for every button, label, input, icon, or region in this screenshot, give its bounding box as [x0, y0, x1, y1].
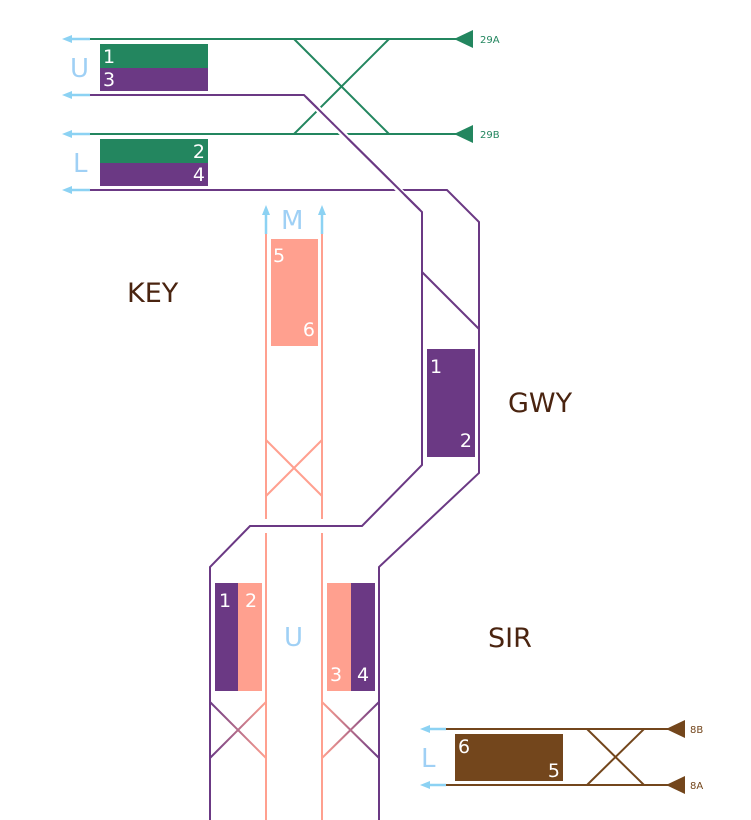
platform-sir-l-6-5 — [455, 734, 563, 781]
buffer-29b-icon — [454, 125, 473, 143]
crossover-key-b — [265, 439, 323, 497]
line-end-29a: 29A — [480, 35, 500, 46]
platform-top-l-2 — [100, 139, 208, 163]
crossing-halos — [305, 96, 421, 211]
track-purple-upper — [88, 92, 425, 820]
platform-sir-u-3 — [327, 583, 351, 691]
platform-top-u-3 — [100, 68, 208, 91]
platform-label: 5 — [548, 760, 560, 782]
line-end-8b: 8B — [690, 725, 703, 736]
arrow-left-icon — [62, 186, 90, 194]
crossover-sir-right-b — [321, 701, 380, 759]
sir-station: 1 2 3 4 U SIR 8B 8A 6 5 L — [209, 583, 703, 794]
platform-gwy-1-2 — [427, 349, 475, 457]
platform-sir-u-2 — [238, 583, 262, 691]
crossover-8-b — [586, 728, 645, 786]
level-label-bottom-upper: U — [284, 623, 303, 653]
buffer-8b-icon — [666, 720, 685, 738]
platform-label: 2 — [460, 430, 472, 452]
key-station: M 5 6 KEY — [127, 205, 326, 820]
arrow-up-icon — [318, 205, 326, 234]
gwy-station: 1 2 GWY — [427, 349, 573, 457]
platform-label: 5 — [273, 245, 285, 267]
arrow-left-icon — [62, 35, 90, 43]
platform-label: 6 — [303, 319, 315, 341]
line-end-29b: 29B — [480, 130, 500, 141]
platform-key-5-6 — [271, 239, 318, 346]
platform-label: 2 — [245, 590, 257, 612]
platform-label: 6 — [458, 736, 470, 758]
arrow-left-icon — [420, 781, 446, 789]
level-label-upper: U — [70, 54, 89, 84]
platform-sir-u-4 — [351, 583, 375, 691]
arrow-left-icon — [62, 130, 90, 138]
station-label-key: KEY — [127, 278, 179, 309]
platform-label: 4 — [193, 164, 205, 186]
track-purple-lower — [88, 189, 480, 820]
platform-label: 1 — [430, 356, 442, 378]
platform-label: 1 — [103, 46, 115, 68]
platform-sir-u-1 — [215, 583, 238, 691]
crossover-29-b — [293, 38, 390, 135]
arrow-left-icon — [420, 725, 446, 733]
platform-top-l-4 — [100, 163, 208, 186]
crossover-sir-left-b — [209, 701, 267, 759]
crossover-gwy — [421, 271, 480, 330]
track-purple-upper-line — [88, 94, 423, 820]
level-label-mid: M — [281, 206, 303, 236]
platform-label: 2 — [193, 141, 205, 163]
buffer-29a-icon — [454, 30, 473, 48]
level-label-lower: L — [73, 149, 88, 179]
crossing-halos-key — [250, 519, 362, 533]
platform-label: 1 — [219, 590, 231, 612]
level-label-bottom-lower: L — [421, 744, 436, 774]
platform-label: 3 — [103, 69, 115, 91]
buffer-8a-icon — [666, 776, 685, 794]
line-end-8a: 8A — [690, 781, 703, 792]
platform-top-u-1 — [100, 44, 208, 68]
platform-label: 4 — [357, 664, 369, 686]
station-label-sir: SIR — [488, 623, 532, 654]
station-label-gwy: GWY — [508, 388, 573, 419]
arrow-left-icon — [62, 91, 90, 99]
platform-label: 3 — [330, 664, 342, 686]
arrow-up-icon — [262, 205, 270, 234]
